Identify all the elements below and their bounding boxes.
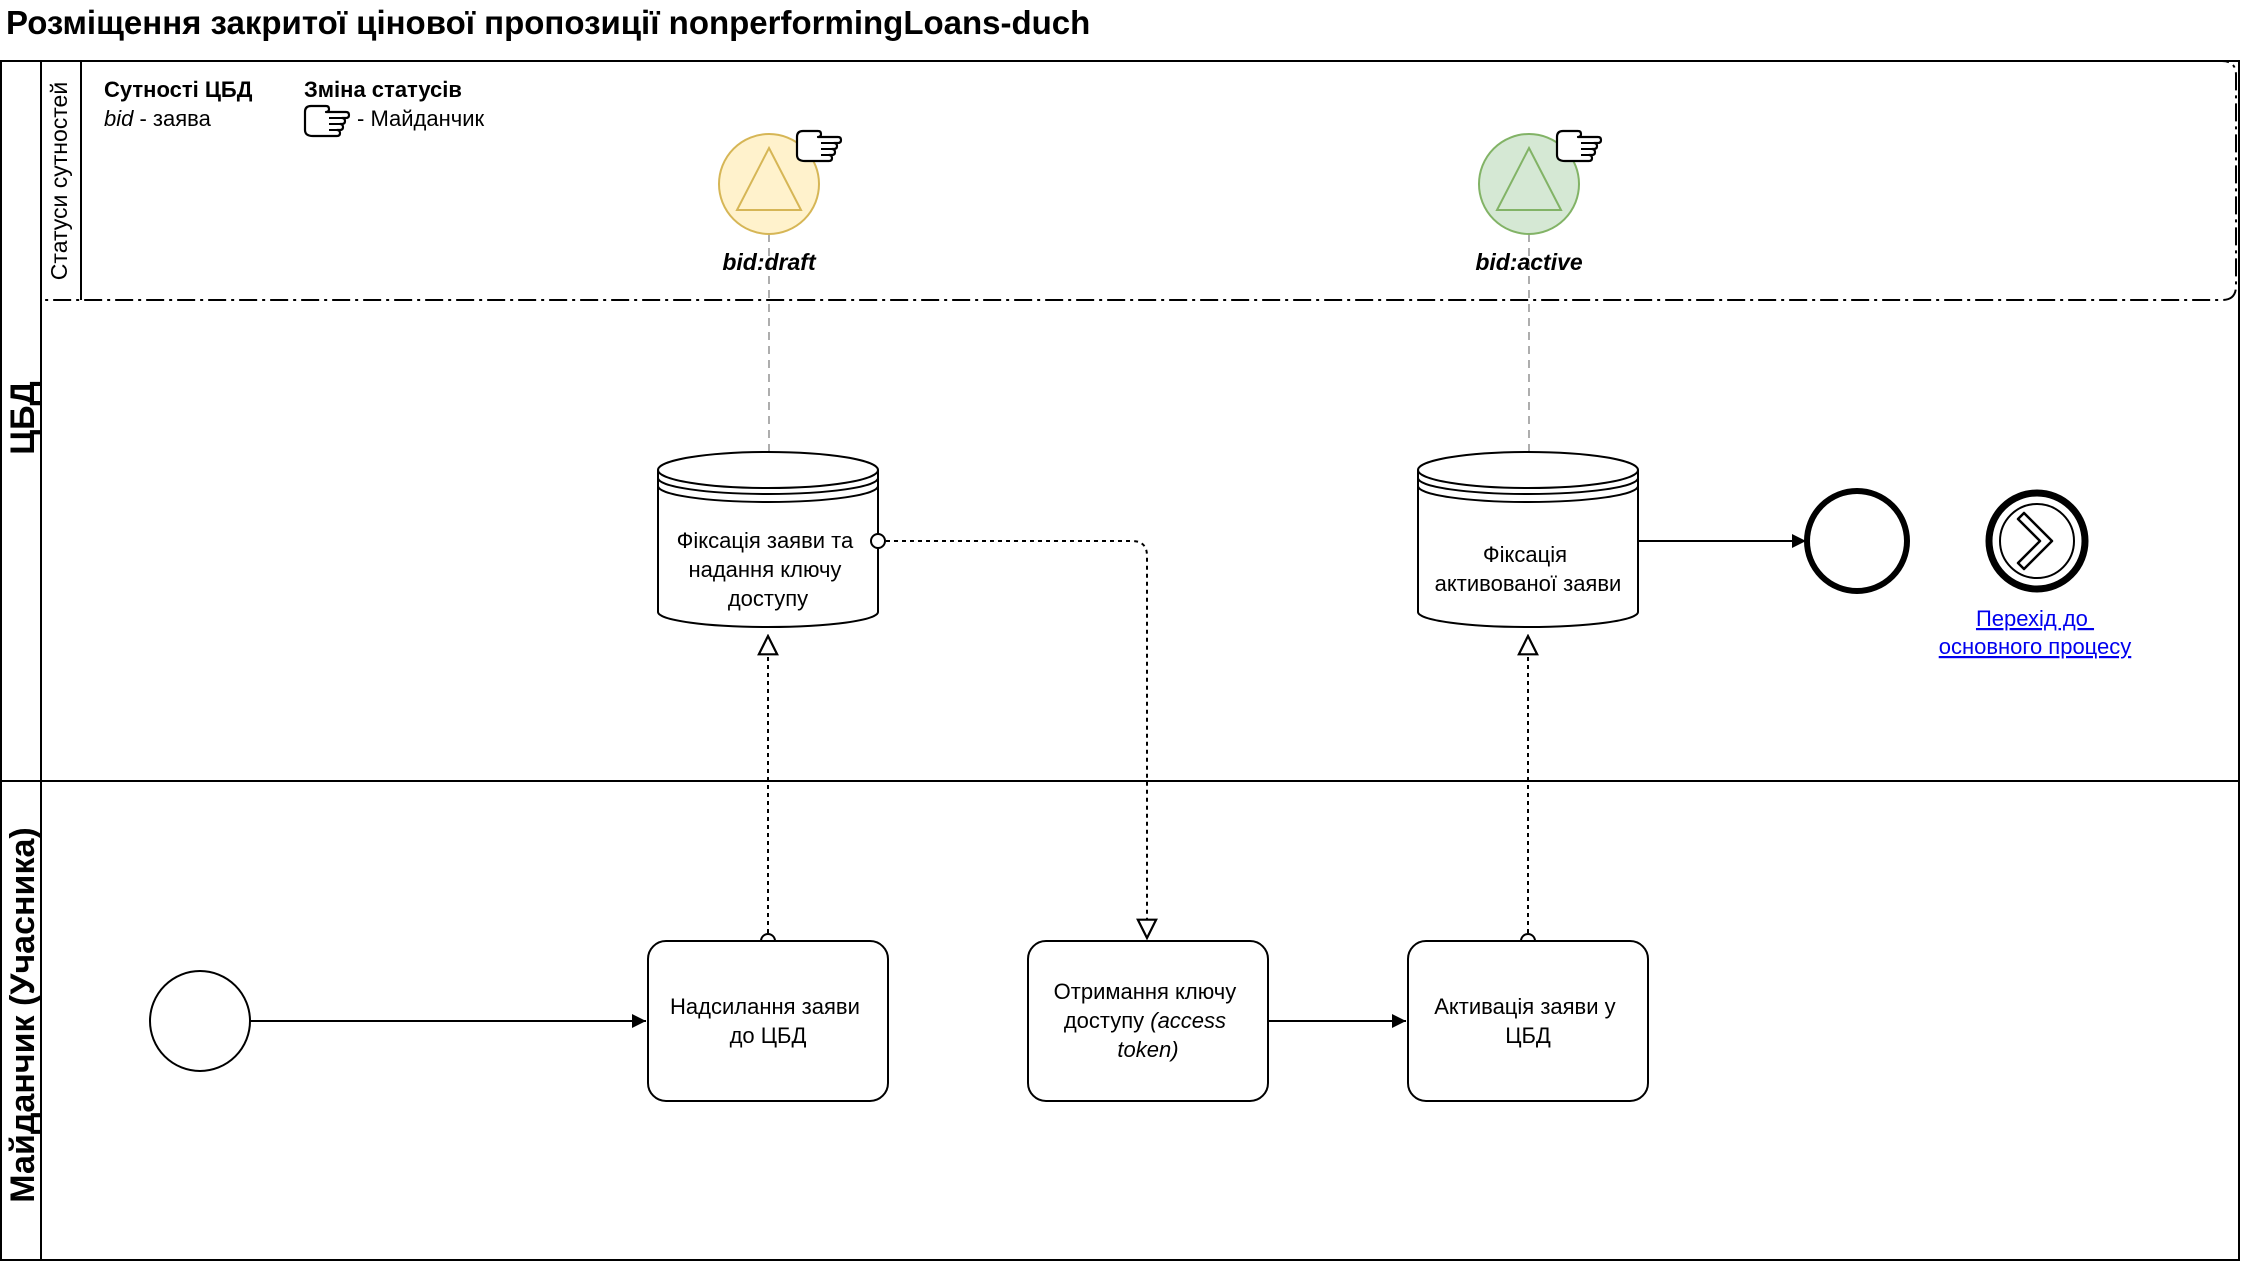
legend-entity-row: bid - заява [104,106,212,131]
message-flow-activate-to-store [1521,636,1535,949]
data-store-1-line-1: Фіксація заяви та [677,528,854,553]
data-store-1 [657,451,879,628]
data-store-2-label: Фіксація активованої заяви [1435,542,1622,596]
legend-entities-header: Сутності ЦБД [104,77,253,102]
task-receive-line-1: Отримання ключу [1054,979,1237,1004]
start-event [149,970,251,1072]
task-activate-bid-line-1: Активація заяви у [1434,994,1615,1019]
status-event-draft [718,133,820,235]
task-activate-bid-label: Активація заяви у ЦБД [1434,994,1622,1048]
task-receive-line-3: token) [1117,1037,1178,1062]
status-label-active: bid:active [1475,249,1583,275]
link-event[interactable] [1985,489,2089,593]
chevron-right-icon [2016,511,2054,571]
message-flow-send-to-store [761,636,775,949]
status-label-draft: bid:draft [722,249,817,275]
legend-hand-icon [303,104,351,138]
lane-label-cbd: ЦБД [4,381,42,455]
status-event-active [1478,133,1580,235]
message-flow-store-to-receive [870,533,1147,938]
task-send-bid-line-2: до ЦБД [730,1023,807,1048]
legend-entity-key: bid [104,106,134,131]
status-active-hand-icon [1555,129,1603,163]
task-receive-line-2a: доступу [1064,1008,1150,1033]
data-store-2-line-2: активованої заяви [1435,571,1622,596]
task-activate-bid-line-2: ЦБД [1505,1023,1551,1048]
link-main-process[interactable]: Перехід до основного процесу [1939,606,2132,659]
legend-platform-value: - Майданчик [357,106,485,131]
status-draft-hand-icon [795,129,843,163]
data-store-1-label: Фіксація заяви та надання ключу доступу [677,528,860,611]
legend-status-header: Зміна статусів [304,77,462,102]
link-line-2[interactable]: основного процесу [1939,634,2132,659]
task-send-bid-label: Надсилання заяви до ЦБД [670,994,866,1048]
data-store-1-line-2: надання ключу [688,557,841,582]
link-line-1[interactable]: Перехід до [1976,606,2094,631]
page-title: Розміщення закритої цінової пропозиції n… [6,4,1091,41]
task-send-bid [647,940,889,1102]
task-activate-bid [1407,940,1649,1102]
task-receive-token-label: Отримання ключу доступу (access token) [1054,979,1243,1062]
end-event [1804,488,1910,594]
task-send-bid-line-1: Надсилання заяви [670,994,860,1019]
legend-entity-value: - заява [133,106,211,131]
status-group [41,60,2237,301]
task-receive-line-2b: (access [1150,1008,1226,1033]
data-store-2-line-1: Фіксація [1483,542,1567,567]
data-store-1-line-3: доступу [728,586,808,611]
data-store-2 [1417,451,1639,628]
lane-label-platform: Майданчик (Учасника) [4,827,42,1202]
lane-label-statuses: Статуси сутностей [46,82,72,280]
